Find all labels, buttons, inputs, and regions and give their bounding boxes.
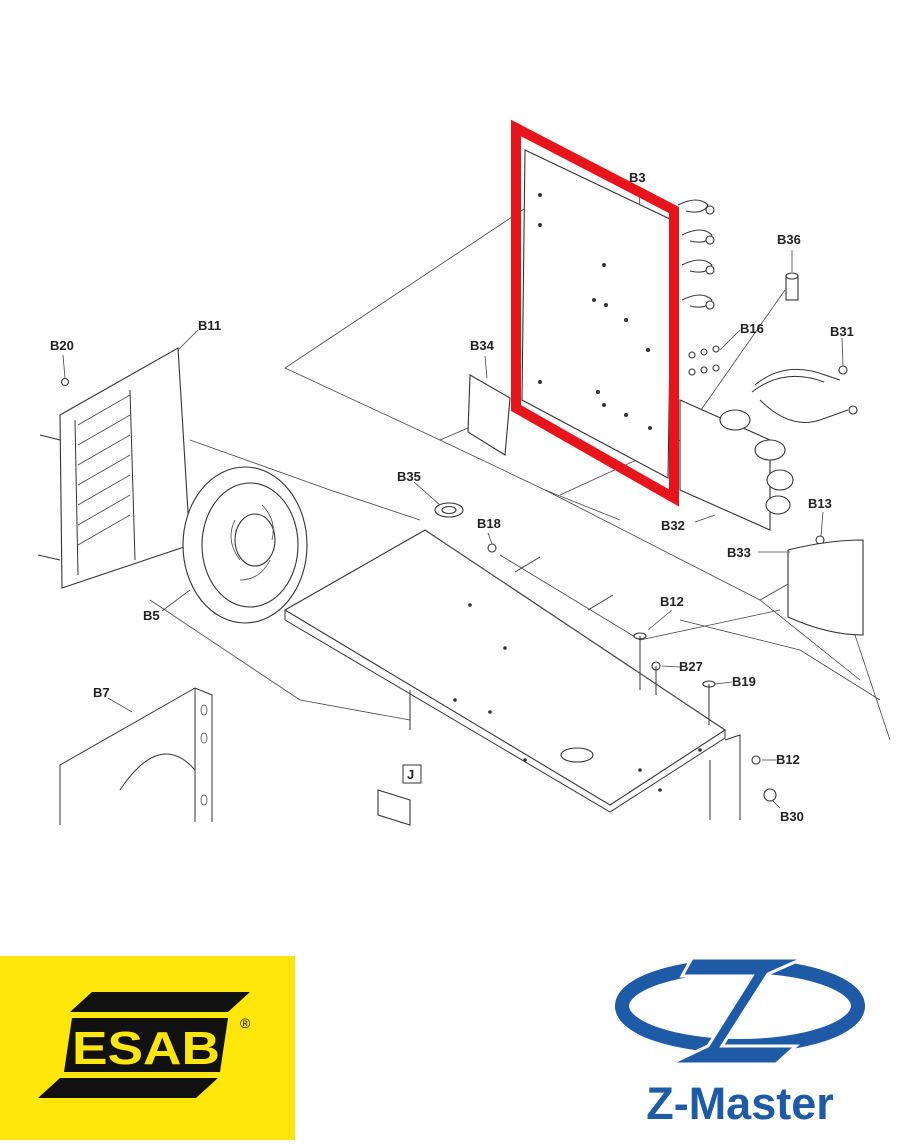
label-b11: B11 <box>198 318 221 333</box>
label-b36: B36 <box>777 232 801 247</box>
label-leaders <box>62 185 844 809</box>
screws-b16 <box>688 345 720 376</box>
bolts <box>633 632 716 725</box>
exploded-parts-diagram: B3 B36 B16 B31 B34 B11 B20 B35 B18 B32 B… <box>37 119 891 826</box>
highlight-frame <box>511 119 679 507</box>
label-b3: B3 <box>629 170 646 185</box>
zmaster-logo-text: Z-Master <box>646 1078 834 1129</box>
label-b19: B19 <box>732 674 756 689</box>
heatsink-b11 <box>37 347 191 589</box>
label-j: J <box>407 767 414 782</box>
cover-b33 <box>787 539 864 636</box>
esab-registered-mark: ® <box>240 1015 251 1031</box>
bracket-j <box>377 764 422 826</box>
esab-logo: ESAB ® <box>0 956 295 1140</box>
label-b12: B12 <box>660 594 684 609</box>
label-b30: B30 <box>780 809 804 824</box>
label-b33: B33 <box>727 545 751 560</box>
esab-logo-text: ESAB <box>72 1022 220 1074</box>
label-b7: B7 <box>93 685 110 700</box>
label-b32: B32 <box>661 518 685 533</box>
grommet-b35 <box>434 502 464 568</box>
pcb-b3 <box>521 149 673 479</box>
label-b20: B20 <box>50 338 74 353</box>
fan-b5 <box>182 466 308 624</box>
zmaster-logo: Z-Master <box>590 946 890 1140</box>
label-b31: B31 <box>830 324 854 339</box>
rod-b31 <box>751 365 858 423</box>
label-b27: B27 <box>679 659 703 674</box>
label-b18: B18 <box>477 516 501 531</box>
label-b13: B13 <box>808 496 832 511</box>
base-plate <box>283 529 741 820</box>
callout-labels: B3 B36 B16 B31 B34 B11 B20 B35 B18 B32 B… <box>50 170 854 824</box>
screw-b12-lower <box>751 755 761 765</box>
standoff-b36 <box>785 272 799 301</box>
screw-b20 <box>60 377 70 387</box>
label-b12-lower: B12 <box>776 752 800 767</box>
board-b32 <box>679 399 794 531</box>
part-b30 <box>763 788 777 802</box>
insulation-b34 <box>467 374 511 456</box>
label-b34: B34 <box>470 338 495 353</box>
label-b5: B5 <box>143 608 160 623</box>
panel-b7 <box>59 687 213 825</box>
connector-wires <box>677 199 715 310</box>
label-b16: B16 <box>740 321 764 336</box>
label-b35: B35 <box>397 469 421 484</box>
